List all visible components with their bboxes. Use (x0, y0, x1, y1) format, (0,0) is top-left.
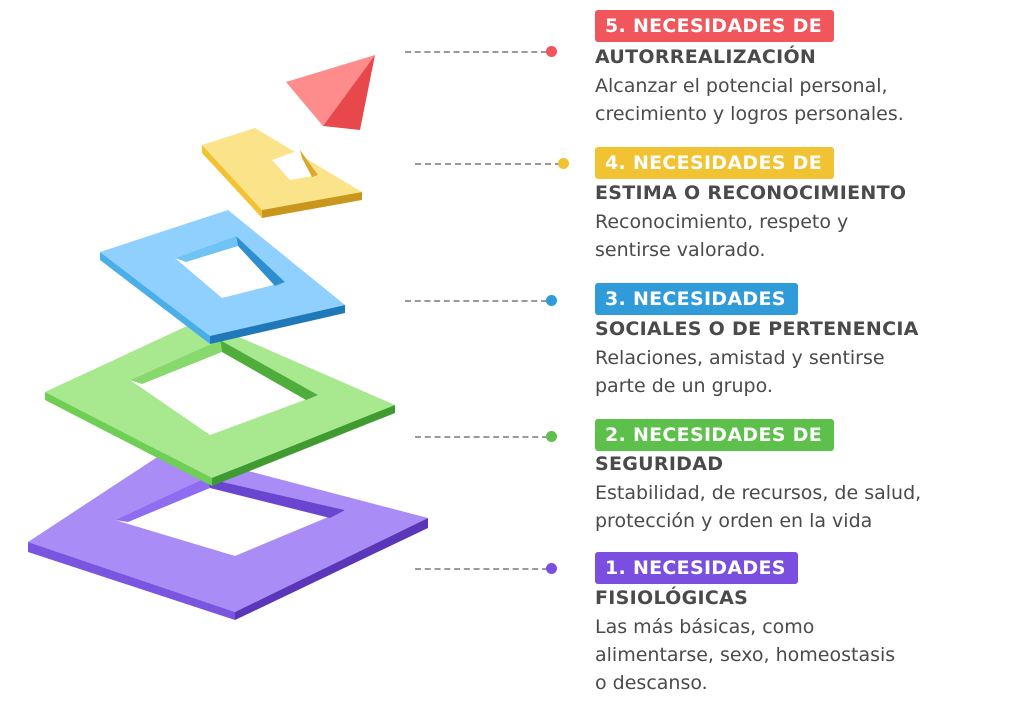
pyramid-level-4-frame (202, 128, 362, 218)
level-1-dot (546, 563, 557, 574)
level-2-dot (546, 431, 557, 442)
level-2-description: Estabilidad, de recursos, de salud, prot… (595, 479, 1015, 535)
level-2-connector (415, 436, 548, 438)
level-3-subtitle: SOCIALES O DE PERTENENCIA (595, 318, 919, 340)
level-3-desc-line-2: parte de un grupo. (595, 375, 773, 397)
level-5-desc-line-1: Alcanzar el potencial personal, (595, 75, 888, 97)
pyramid-illustration (28, 55, 428, 620)
level-5-desc-line-2: crecimiento y logros personales. (595, 103, 904, 125)
level-3-annotation: 3. NECESIDADES SOCIALES O DE PERTENENCIA… (0, 0, 1024, 397)
level-3-description: Relaciones, amistad y sentirse parte de … (595, 344, 1015, 400)
level-4-badge: 4. NECESIDADES DE (595, 147, 834, 179)
level-1-desc-line-2: alimentarse, sexo, homeostasis (595, 644, 896, 666)
level-2-annotation: 2. NECESIDADES DE SEGURIDAD Estabilidad,… (0, 0, 1024, 532)
level-4-desc-line-2: sentirse valorado. (595, 239, 766, 261)
level-4-description: Reconocimiento, respeto y sentirse valor… (595, 208, 1015, 264)
level-1-desc-line-1: Las más básicas, como (595, 616, 815, 638)
level-5-annotation: 5. NECESIDADES DE AUTORREALIZACIÓN Alcan… (0, 0, 1024, 125)
pyramid-level-2-frame (45, 320, 395, 486)
level-3-desc-line-1: Relaciones, amistad y sentirse (595, 347, 885, 369)
level-2-desc-line-2: protección y orden en la vida (595, 510, 873, 532)
level-4-desc-line-1: Reconocimiento, respeto y (595, 211, 849, 233)
level-5-badge: 5. NECESIDADES DE (595, 10, 834, 42)
level-1-subtitle: FISIOLÓGICAS (595, 587, 749, 609)
level-5-dot (546, 46, 557, 57)
level-4-annotation: 4. NECESIDADES DE ESTIMA O RECONOCIMIENT… (0, 0, 1024, 261)
pyramid-level-3-frame (100, 210, 345, 344)
pyramid-level-1-frame (28, 450, 428, 620)
level-1-badge: 1. NECESIDADES (595, 552, 798, 584)
level-4-dot (558, 158, 569, 169)
level-4-connector (415, 163, 561, 165)
level-1-description: Las más básicas, como alimentarse, sexo,… (595, 613, 1015, 697)
level-5-description: Alcanzar el potencial personal, crecimie… (595, 72, 1015, 128)
level-1-desc-line-3: o descanso. (595, 672, 708, 694)
level-2-subtitle: SEGURIDAD (595, 453, 724, 475)
level-3-dot (546, 295, 557, 306)
pyramid-level-5-tip (286, 55, 375, 130)
level-1-connector (415, 568, 548, 570)
level-5-connector (405, 51, 547, 53)
level-3-badge: 3. NECESIDADES (595, 283, 798, 315)
level-5-subtitle: AUTORREALIZACIÓN (595, 46, 817, 68)
level-3-connector (405, 300, 547, 302)
level-4-subtitle: ESTIMA O RECONOCIMIENTO (595, 182, 907, 204)
level-1-annotation: 1. NECESIDADES FISIOLÓGICAS Las más bási… (0, 0, 1024, 694)
level-2-badge: 2. NECESIDADES DE (595, 419, 834, 451)
level-2-desc-line-1: Estabilidad, de recursos, de salud, (595, 482, 922, 504)
